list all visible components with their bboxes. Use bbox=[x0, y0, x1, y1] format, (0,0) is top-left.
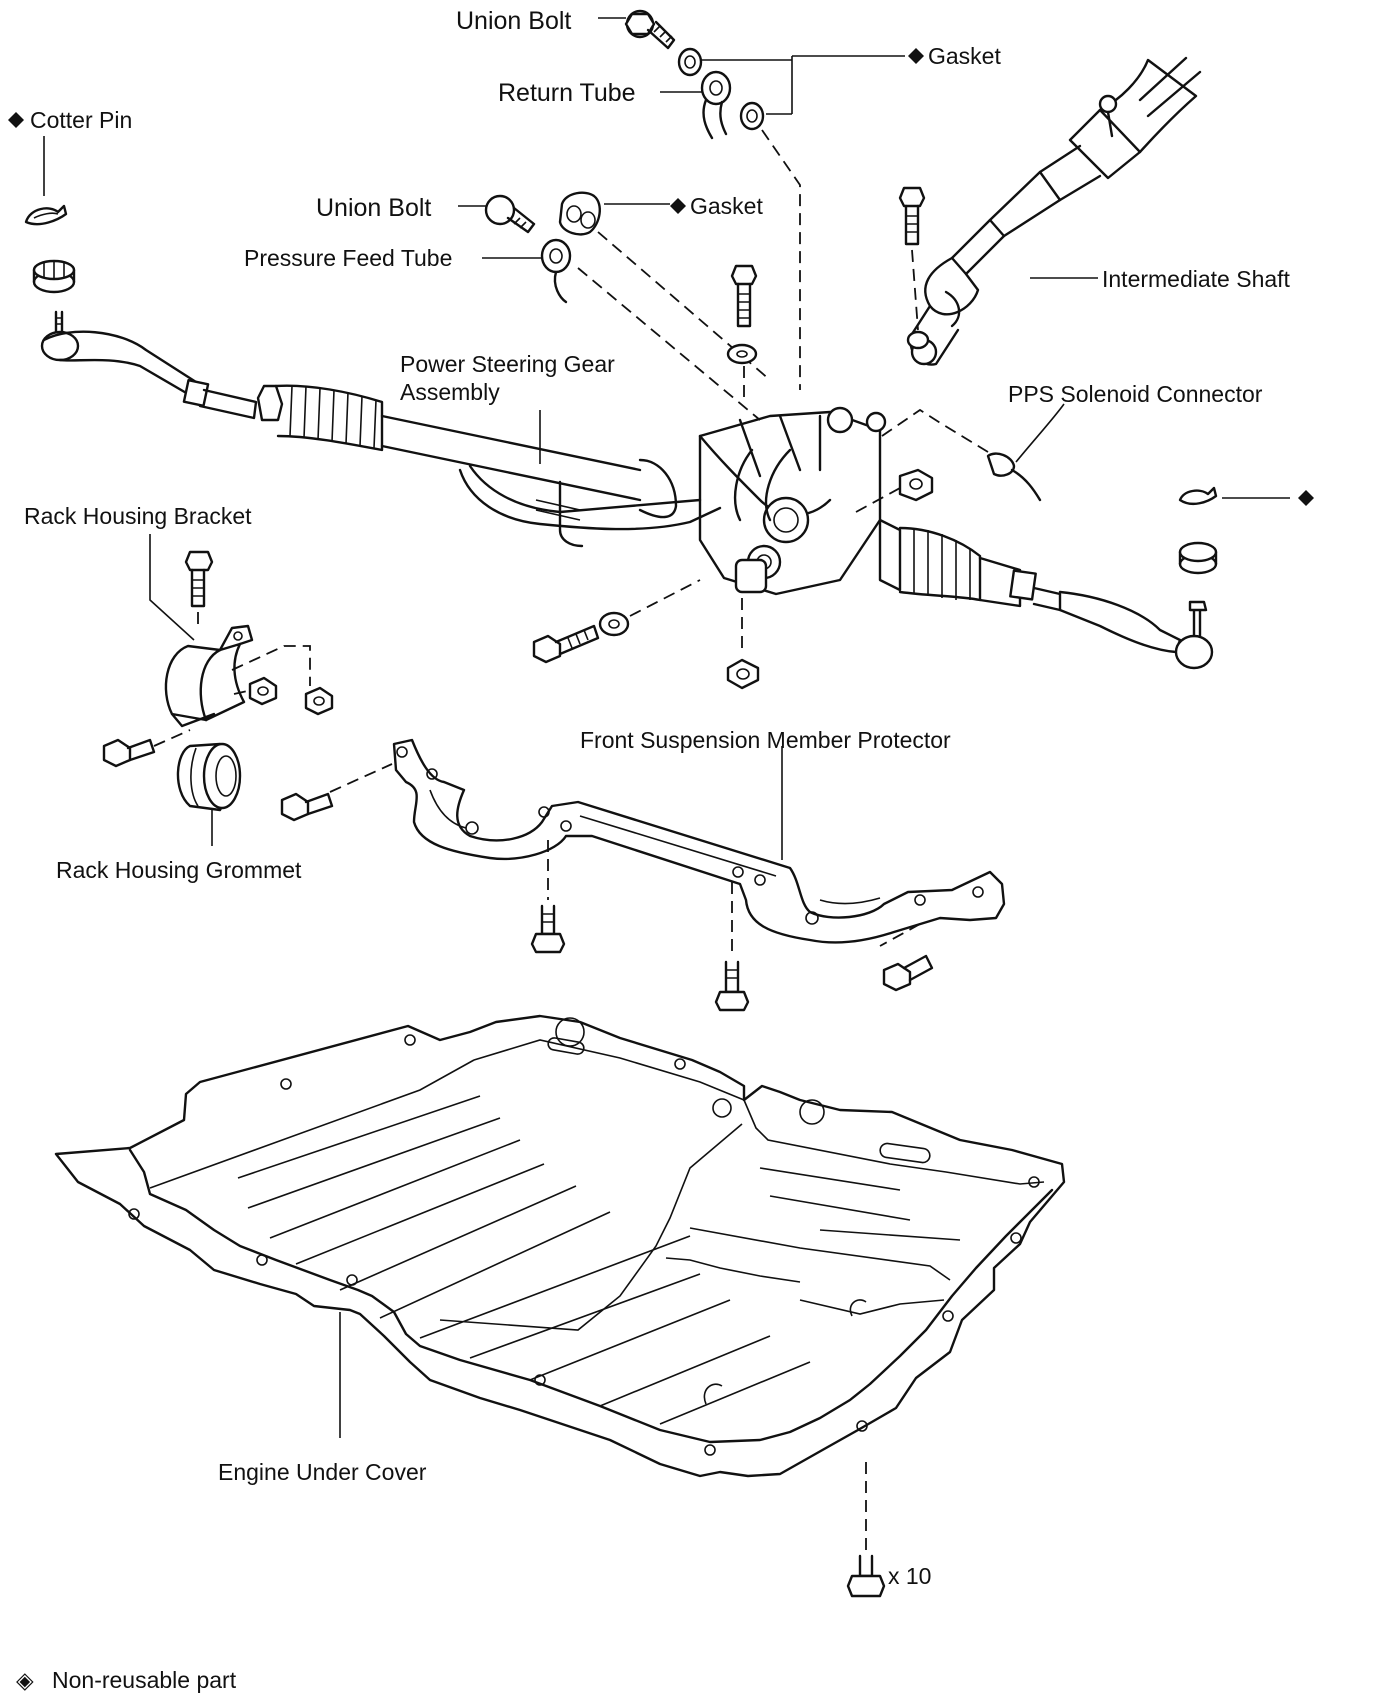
legend-text: Non-reusable part bbox=[52, 1667, 237, 1693]
cotter-pin-right bbox=[1178, 486, 1218, 506]
cotter-pin-label: Cotter Pin bbox=[30, 107, 132, 133]
pressure-feed-tube-label: Pressure Feed Tube bbox=[244, 245, 452, 271]
return-tube-part bbox=[700, 70, 732, 140]
protector-bolt-a bbox=[280, 792, 334, 822]
under-cover-bolt bbox=[846, 1554, 886, 1598]
bolt-quantity-label: x 10 bbox=[888, 1563, 931, 1589]
union-bolt-mid-label: Union Bolt bbox=[316, 194, 431, 222]
gasket-top-leader bbox=[700, 55, 905, 115]
gasket-top-part bbox=[677, 47, 765, 131]
rack-housing-bracket-nut-a bbox=[248, 676, 278, 706]
pps-solenoid-connector-label: PPS Solenoid Connector bbox=[1008, 381, 1263, 407]
rack-housing-bracket-bolt bbox=[184, 550, 214, 608]
castle-nut-left bbox=[32, 259, 76, 294]
gear-mount-bolt-top bbox=[730, 264, 758, 328]
protector-bolt-c bbox=[714, 960, 750, 1012]
power-steering-gear-part bbox=[40, 310, 1214, 670]
pressure-feed-tube-part bbox=[540, 238, 572, 304]
gasket-mid-diamond bbox=[670, 198, 686, 214]
intermediate-shaft-part bbox=[906, 56, 1202, 366]
cotter-pin-part bbox=[24, 204, 68, 226]
protector-bolt-d bbox=[882, 954, 934, 992]
rack-housing-grommet-label: Rack Housing Grommet bbox=[56, 857, 302, 883]
intermediate-shaft-label: Intermediate Shaft bbox=[1102, 266, 1291, 292]
union-bolt-top-part bbox=[624, 9, 676, 50]
cotter-pin-right-diamond bbox=[1298, 490, 1314, 506]
rack-housing-bracket-label: Rack Housing Bracket bbox=[24, 503, 252, 529]
front-suspension-member-protector-part bbox=[392, 738, 1006, 944]
castle-nut-right bbox=[1178, 541, 1218, 575]
rack-housing-bracket-part bbox=[164, 624, 254, 728]
gear-mount-bolt-lower bbox=[532, 624, 600, 664]
legend-symbol: ◈ bbox=[16, 1667, 34, 1693]
gasket-mid-part bbox=[558, 191, 601, 236]
rack-housing-grommet-part bbox=[176, 742, 242, 812]
rack-housing-bracket-nut-b bbox=[304, 686, 334, 716]
engine-under-cover-label: Engine Under Cover bbox=[218, 1459, 427, 1485]
intermediate-shaft-bolt bbox=[898, 186, 926, 246]
pps-solenoid-connector-part bbox=[881, 408, 1042, 502]
gear-mount-nut-lower bbox=[726, 658, 760, 690]
pps-solenoid-connector-leader bbox=[1015, 403, 1065, 463]
union-bolt-mid-part bbox=[484, 194, 536, 234]
union-bolt-top-label: Union Bolt bbox=[456, 7, 571, 35]
power-steering-gear-label-2: Assembly bbox=[400, 379, 500, 405]
return-tube-label: Return Tube bbox=[498, 79, 636, 107]
gasket-top-label: Gasket bbox=[928, 43, 1001, 69]
gasket-mid-label: Gasket bbox=[690, 193, 763, 219]
protector-bolt-b bbox=[530, 904, 566, 954]
gear-mount-nut-right bbox=[898, 468, 934, 502]
gear-mount-washer-lower bbox=[598, 611, 630, 637]
rack-housing-bracket-bolt-side bbox=[102, 738, 156, 768]
gasket-top-diamond bbox=[908, 48, 924, 64]
front-suspension-member-protector-label: Front Suspension Member Protector bbox=[580, 727, 951, 753]
cotter-pin-diamond bbox=[8, 112, 24, 128]
gear-mount-washer-top bbox=[726, 343, 758, 365]
power-steering-gear-label-1: Power Steering Gear bbox=[400, 351, 615, 377]
engine-under-cover-part bbox=[54, 1014, 1066, 1478]
rack-housing-bracket-leader bbox=[149, 534, 195, 641]
